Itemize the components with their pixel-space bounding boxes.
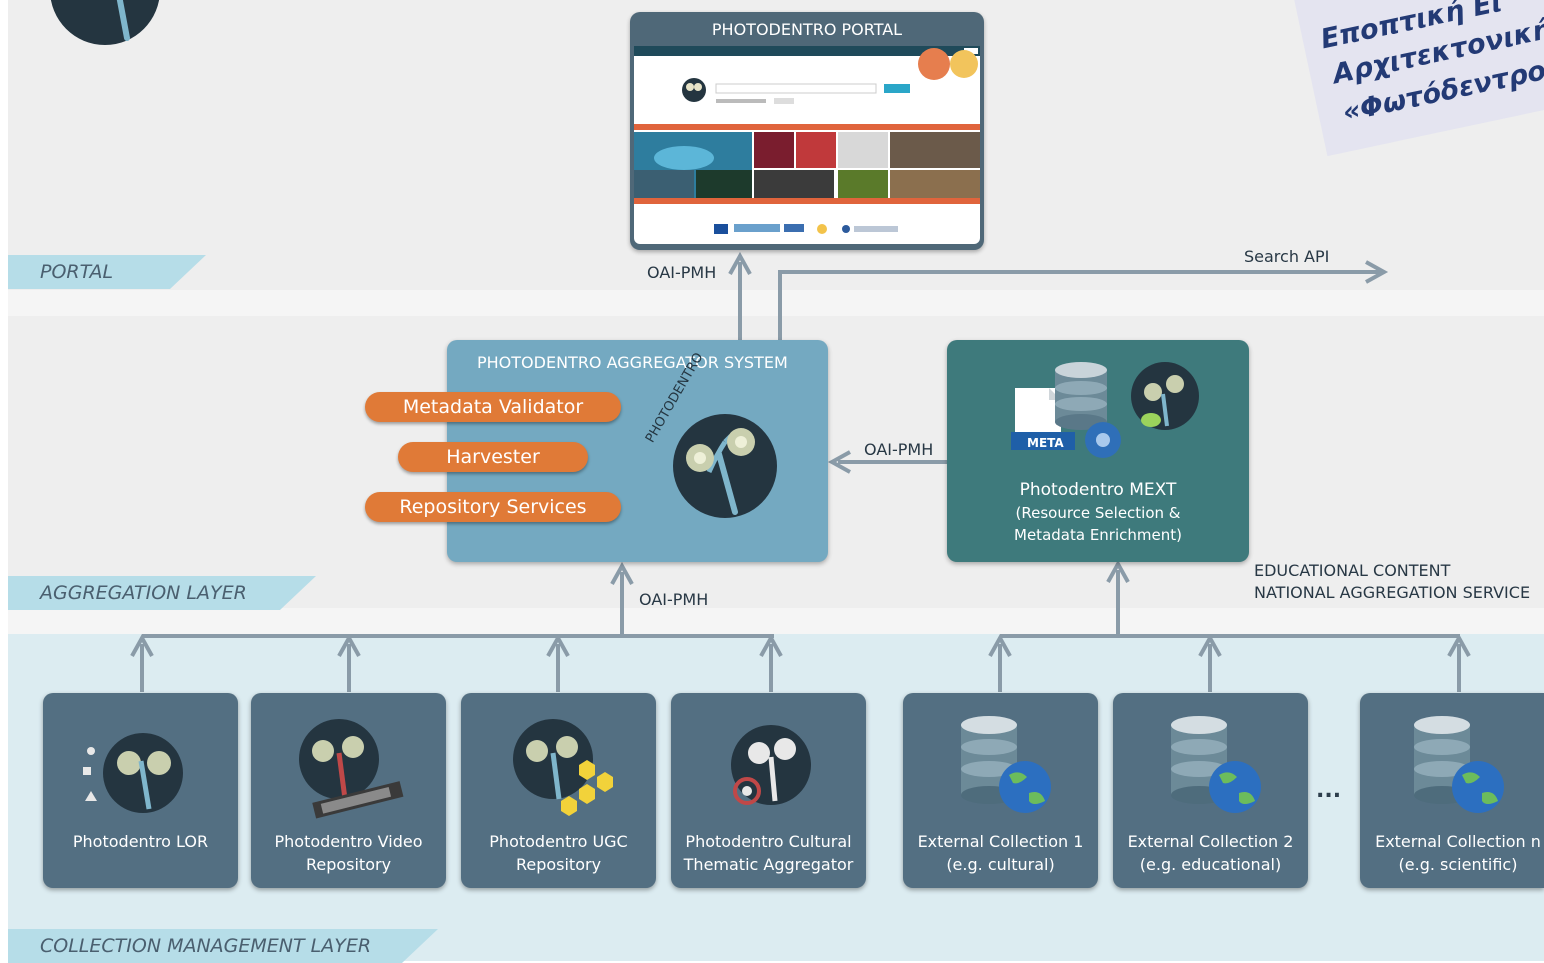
collection-label: Photodentro UGC Repository xyxy=(461,830,656,876)
lor-icon xyxy=(83,733,183,813)
collection-label-line2: (e.g. scientific) xyxy=(1398,855,1518,874)
oai-bottom-arrowhead xyxy=(610,561,634,585)
coll2-arrowhead xyxy=(337,633,361,657)
database-globe-icon xyxy=(961,716,1051,813)
photodentro-portal-box[interactable]: PHOTODENTRO PORTAL xyxy=(630,12,984,250)
collection-label: Photodentro LOR xyxy=(43,830,238,853)
photodentro-aggregator-logo-icon xyxy=(673,414,777,518)
search-api-line xyxy=(778,270,1380,340)
meta-badge: META xyxy=(1027,436,1064,450)
collection-label: External Collection n (e.g. scientific) xyxy=(1360,830,1544,876)
collection-label: External Collection 1 (e.g. cultural) xyxy=(903,830,1098,876)
collection-photodentro-ugc[interactable]: Photodentro UGC Repository xyxy=(461,693,656,888)
collection-photodentro-lor[interactable]: Photodentro LOR xyxy=(43,693,238,888)
coll4-arrowhead xyxy=(759,633,783,657)
photodentro-mext-logo-icon xyxy=(1131,362,1199,430)
mext-subtitle-line1: (Resource Selection & xyxy=(1015,504,1181,522)
collection-label-line1: Photodentro Cultural xyxy=(685,832,852,851)
collection-label-line2: Repository xyxy=(305,855,392,874)
ugc-repository-icon xyxy=(513,719,613,816)
oai-mext-label: OAI-PMH xyxy=(864,440,934,459)
collection-photodentro-video[interactable]: Photodentro Video Repository xyxy=(251,693,446,888)
collection-label: External Collection 2 (e.g. educational) xyxy=(1113,830,1308,876)
collection-label: Photodentro Video Repository xyxy=(251,830,446,876)
collection-external-2[interactable]: External Collection 2 (e.g. educational) xyxy=(1113,693,1308,888)
extn-arrowhead xyxy=(1447,633,1471,657)
video-repository-icon xyxy=(299,719,404,819)
cultural-aggregator-icon xyxy=(731,725,811,805)
collection-label-line1: External Collection 1 xyxy=(917,832,1084,851)
collection-label-line1: External Collection 2 xyxy=(1127,832,1294,851)
metadata-validator-pill[interactable]: Metadata Validator xyxy=(365,392,621,422)
ext1-arrowhead xyxy=(988,633,1012,657)
mext-arrowhead xyxy=(1106,559,1130,583)
national-service-line2: NATIONAL AGGREGATION SERVICE xyxy=(1254,583,1531,602)
coll3-arrowhead xyxy=(546,633,570,657)
database-globe-icon xyxy=(1171,716,1261,813)
collection-external-1[interactable]: External Collection 1 (e.g. cultural) xyxy=(903,693,1098,888)
mext-subtitle-line2: Metadata Enrichment) xyxy=(1014,526,1182,544)
database-globe-icon xyxy=(1414,716,1504,813)
meta-database-icon xyxy=(1011,362,1121,458)
collection-label: Photodentro Cultural Thematic Aggregator xyxy=(671,830,866,876)
oai-top-label: OAI-PMH xyxy=(647,263,717,282)
layer-tag-collection: COLLECTION MANAGEMENT LAYER xyxy=(8,929,438,963)
ellipsis: ... xyxy=(1316,778,1342,803)
collection-label-line2: (e.g. cultural) xyxy=(946,855,1055,874)
collection-label-line1: External Collection n xyxy=(1375,832,1541,851)
portal-screenshot xyxy=(634,46,980,244)
aggregator-system-box[interactable]: PHOTODENTRO AGGREGATOR SYSTEM PHOTODENTR… xyxy=(447,340,828,562)
mext-title: Photodentro MEXT xyxy=(1019,480,1177,500)
portal-screenshot-image xyxy=(634,46,980,234)
portal-stripe xyxy=(8,290,1544,316)
collection-external-n[interactable]: External Collection n (e.g. scientific) xyxy=(1360,693,1544,888)
repository-services-pill[interactable]: Repository Services xyxy=(365,492,621,522)
oai-top-arrowhead xyxy=(728,251,752,275)
photodentro-mext-box[interactable]: META Photodentro MEXT (Resource Selectio… xyxy=(947,340,1249,562)
search-api-arrowhead xyxy=(1365,260,1389,284)
collection-label-line1: Photodentro LOR xyxy=(72,832,209,851)
collection-label-line2: (e.g. educational) xyxy=(1139,855,1282,874)
oai-bottom-label: OAI-PMH xyxy=(639,590,709,609)
collection-label-line2: Thematic Aggregator xyxy=(683,855,854,874)
aggregator-title: PHOTODENTRO AGGREGATOR SYSTEM xyxy=(477,353,788,372)
search-api-label: Search API xyxy=(1244,247,1330,266)
collection-photodentro-cultural[interactable]: Photodentro Cultural Thematic Aggregator xyxy=(671,693,866,888)
photodentro-logo-icon xyxy=(50,0,160,45)
aggregation-stripe xyxy=(8,608,1544,634)
coll1-arrowhead xyxy=(130,633,154,657)
ext2-arrowhead xyxy=(1198,633,1222,657)
oai-mext-arrowhead xyxy=(827,450,851,474)
layer-tag-portal: PORTAL xyxy=(8,255,206,289)
portal-title: PHOTODENTRO PORTAL xyxy=(711,20,903,39)
collection-label-line2: Repository xyxy=(515,855,602,874)
harvester-pill[interactable]: Harvester xyxy=(398,442,588,472)
national-service-line1: EDUCATIONAL CONTENT xyxy=(1254,561,1451,580)
collection-label-line1: Photodentro UGC xyxy=(489,832,628,851)
collection-label-line1: Photodentro Video xyxy=(274,832,423,851)
layer-tag-aggregation: AGGREGATION LAYER xyxy=(8,576,316,610)
